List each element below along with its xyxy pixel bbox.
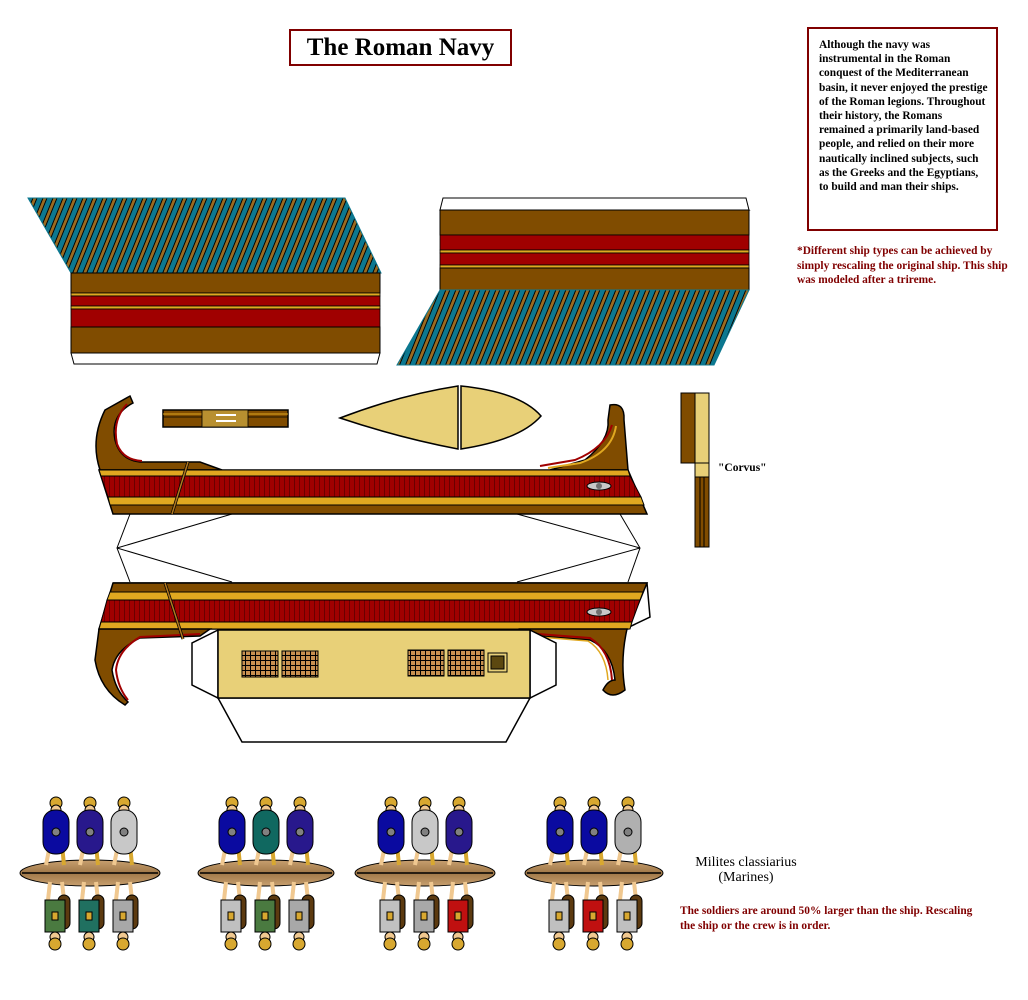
marine-figure bbox=[252, 796, 280, 866]
page-title: The Roman Navy bbox=[289, 29, 512, 66]
marine-figure bbox=[76, 796, 104, 866]
marine-figure bbox=[445, 796, 473, 866]
marine-figure-mirrored bbox=[112, 881, 139, 951]
marine-figure bbox=[411, 796, 439, 866]
marine-figure bbox=[42, 796, 70, 866]
sail-deck bbox=[337, 385, 542, 450]
marine-figure-mirrored bbox=[548, 881, 575, 951]
marine-group-4 bbox=[524, 859, 664, 887]
hull-top bbox=[95, 394, 649, 515]
marine-bases bbox=[19, 859, 664, 887]
oar-bank-left bbox=[27, 197, 382, 365]
marine-figure-mirrored bbox=[379, 881, 406, 951]
marine-figure bbox=[377, 796, 405, 866]
marine-figure bbox=[546, 796, 574, 866]
marine-group-1 bbox=[19, 859, 161, 887]
marine-figure-mirrored bbox=[447, 881, 474, 951]
marine-figures bbox=[42, 796, 643, 951]
corvus bbox=[680, 392, 710, 548]
marine-figure-mirrored bbox=[254, 881, 281, 951]
marines-label-latin: Milites classiarius bbox=[695, 855, 797, 870]
marine-figure-mirrored bbox=[288, 881, 315, 951]
marine-figure-mirrored bbox=[78, 881, 105, 951]
marine-group-3 bbox=[354, 859, 496, 887]
marine-group-2 bbox=[197, 859, 335, 887]
marine-figure-mirrored bbox=[616, 881, 643, 951]
scale-note: The soldiers are around 50% larger than … bbox=[680, 905, 973, 932]
info-text: Although the navy was instrumental in th… bbox=[819, 39, 988, 194]
corvus-label: "Corvus" bbox=[718, 462, 767, 474]
marine-figure bbox=[286, 796, 314, 866]
eye-icon bbox=[586, 481, 612, 491]
eye-icon bbox=[586, 607, 612, 617]
marines-label: Milites classiarius (Marines) bbox=[684, 855, 808, 885]
oar-bank-right bbox=[396, 197, 751, 366]
marine-figure-mirrored bbox=[413, 881, 440, 951]
marine-figure bbox=[218, 796, 246, 866]
marine-figure-mirrored bbox=[220, 881, 247, 951]
marine-figure-mirrored bbox=[44, 881, 71, 951]
crossbeam bbox=[162, 409, 289, 428]
marines-label-english: (Marines) bbox=[718, 870, 774, 885]
marine-figure-mirrored bbox=[582, 881, 609, 951]
hull-bottom bbox=[94, 582, 651, 706]
marine-figure bbox=[110, 796, 138, 866]
info-box: Although the navy was instrumental in th… bbox=[807, 27, 998, 231]
marine-figure bbox=[580, 796, 608, 866]
deck-cabin bbox=[191, 628, 557, 743]
ship-types-note: *Different ship types can be achieved by… bbox=[797, 245, 1008, 286]
hull-frame bbox=[116, 513, 641, 583]
marine-figure bbox=[614, 796, 642, 866]
